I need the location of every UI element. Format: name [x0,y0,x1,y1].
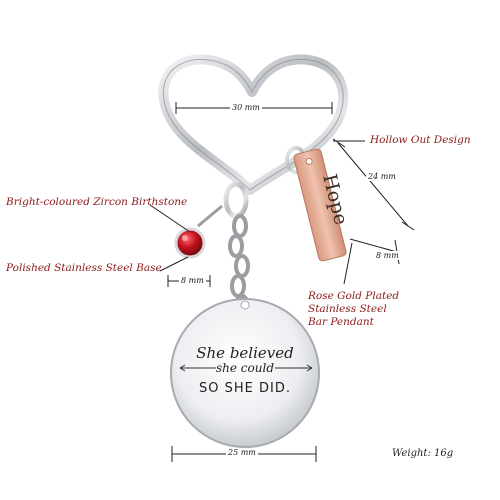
label-rose-gold-line1: Rose Gold Plated [308,290,400,302]
steel-chain [228,214,250,318]
hope-bar-pendant [293,148,347,262]
disc-engraving-line1: She believed [196,344,294,362]
dim-bar-width: 8 mm [374,251,401,260]
label-hollow-out-design: Hollow Out Design [370,134,471,146]
dim-heart-width: 30 mm [230,103,262,112]
zircon-birthstone [174,227,206,259]
disc-engraving-line2: she could [216,361,274,375]
dim-bar-height: 24 mm [366,172,398,181]
label-rose-gold-line2: Stainless Steel [308,303,387,316]
label-rose-gold-bar: Rose Gold Plated Stainless Steel Bar Pen… [308,290,399,329]
dim-stone-width: 8 mm [179,276,206,285]
jump-ring [223,181,249,219]
label-steel-base: Polished Stainless Steel Base [6,262,162,274]
round-disc-pendant [170,298,320,448]
dim-disc-width: 25 mm [226,448,258,457]
label-rose-gold-line3: Bar Pendant [308,316,374,329]
weight-label: Weight: 16g [392,448,454,459]
disc-engraving-line3: SO SHE DID. [199,381,291,396]
label-zircon-birthstone: Bright-coloured Zircon Birthstone [6,196,188,208]
